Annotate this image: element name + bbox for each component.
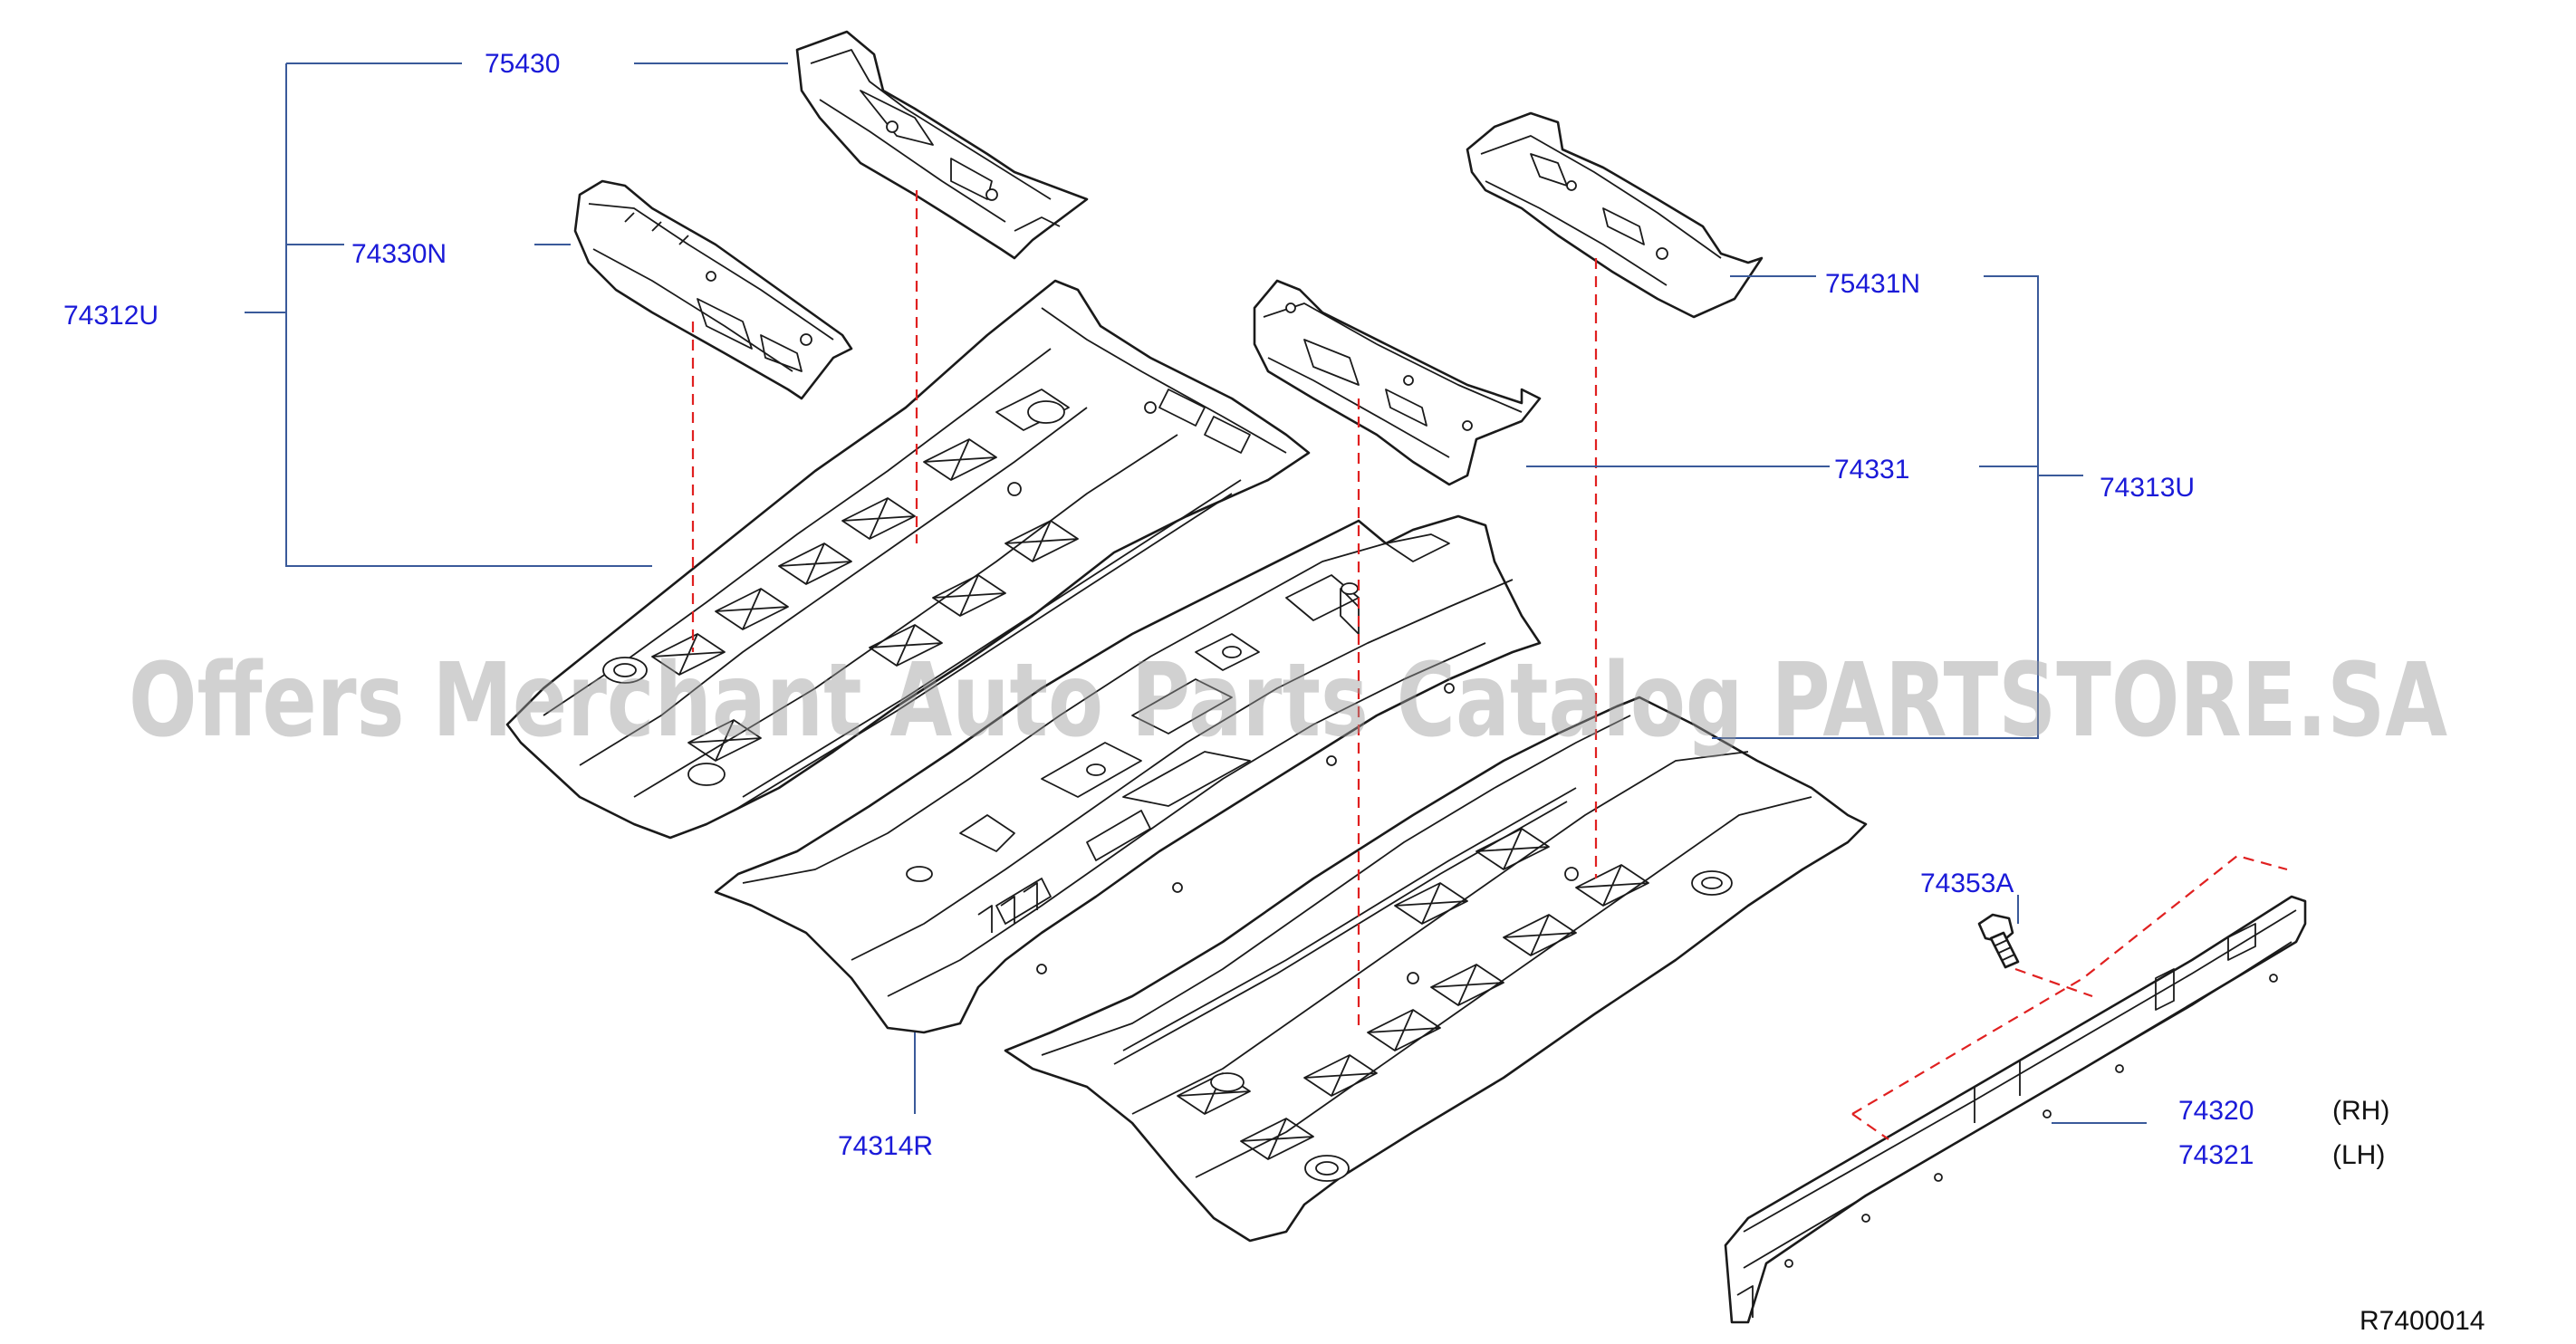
part-74313U-illustration[interactable]: [1004, 696, 1868, 1243]
label-74313U[interactable]: 74313U: [2100, 473, 2195, 503]
leader-lines: [245, 62, 2147, 1124]
label-74330N[interactable]: 74330N: [351, 239, 447, 269]
label-74314R[interactable]: 74314R: [838, 1131, 933, 1161]
drawing-number: R7400014: [2360, 1306, 2485, 1336]
label-74320[interactable]: 74320: [2178, 1096, 2254, 1126]
part-74331-illustration[interactable]: [1253, 279, 1542, 486]
part-74353A-illustration[interactable]: [1977, 913, 2020, 969]
label-74312U[interactable]: 74312U: [63, 301, 159, 331]
part-74330N-illustration[interactable]: [573, 179, 853, 400]
label-74331[interactable]: 74331: [1834, 455, 1909, 485]
label-74321[interactable]: 74321: [2178, 1140, 2254, 1170]
part-74320-74321-illustration[interactable]: [1724, 895, 2307, 1324]
label-74353A[interactable]: 74353A: [1920, 869, 2014, 898]
part-75430-illustration[interactable]: [795, 30, 1089, 260]
part-74314R-illustration[interactable]: [714, 514, 1542, 1034]
part-74312U-illustration[interactable]: [505, 279, 1311, 840]
label-rh: (RH): [2332, 1096, 2389, 1126]
label-75430[interactable]: 75430: [485, 49, 560, 79]
reference-lines: [691, 190, 2288, 1140]
part-75431N-illustration[interactable]: [1466, 111, 1764, 319]
watermark-text: Offers Merchant Auto Parts Catalog PARTS…: [129, 642, 2447, 760]
label-lh: (LH): [2332, 1140, 2385, 1170]
label-75431N[interactable]: 75431N: [1825, 269, 1920, 299]
